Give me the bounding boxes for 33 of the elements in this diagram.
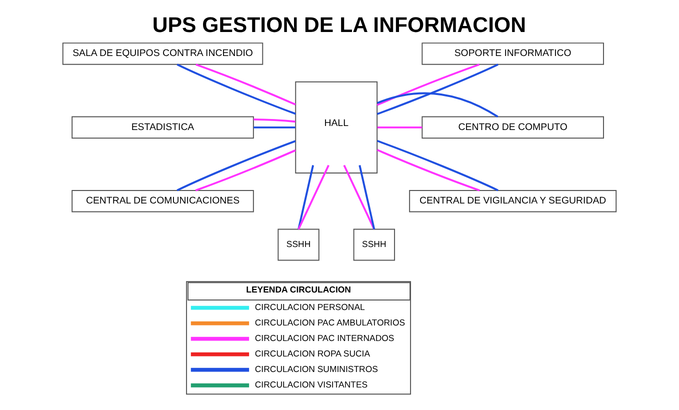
- connector: [176, 64, 296, 115]
- legend-label: CIRCULACION PAC AMBULATORIOS: [254, 317, 406, 328]
- connector: [298, 165, 314, 230]
- node-box: ESTADISTICA: [72, 116, 254, 139]
- connector: [377, 126, 422, 128]
- connector: [254, 126, 296, 128]
- connector: [195, 149, 296, 192]
- node-box: HALL: [295, 81, 378, 174]
- node-box: SSHH: [278, 228, 320, 261]
- connector: [376, 149, 480, 192]
- legend-label: CIRCULACION SUMINISTROS: [254, 364, 378, 374]
- node-box: SSHH: [353, 228, 396, 261]
- legend-label: CIRCULACION PERSONAL: [254, 302, 365, 312]
- label: LEYENDA CIRCULACION: [246, 284, 351, 294]
- connector: [176, 140, 296, 192]
- connector: [358, 165, 376, 230]
- node-box: SALA DE EQUIPOS CONTRA INCENDIO: [62, 42, 264, 65]
- diagram-title: UPS GESTION DE LA INFORMACION: [152, 12, 526, 37]
- node-box: CENTRO DE COMPUTO: [422, 116, 604, 139]
- connector: [298, 164, 330, 230]
- connector: [376, 64, 480, 106]
- legend-label: CIRCULACION PAC INTERNADOS: [254, 332, 394, 343]
- node-box: CENTRAL DE VIGILANCIA Y SEGURIDAD: [409, 190, 617, 212]
- connector: [196, 64, 296, 106]
- legend-label: CIRCULACION VISITANTES: [254, 380, 368, 390]
- connector: [343, 164, 376, 230]
- connector: [376, 140, 498, 192]
- node-box: CENTRAL DE COMUNICACIONES: [72, 190, 254, 212]
- connector: [376, 64, 498, 115]
- connector: [254, 118, 296, 123]
- legend-label: CIRCULACION ROPA SUCIA: [254, 348, 370, 358]
- connector: [377, 92, 498, 118]
- node-box: SOPORTE INFORMATICO: [422, 42, 604, 65]
